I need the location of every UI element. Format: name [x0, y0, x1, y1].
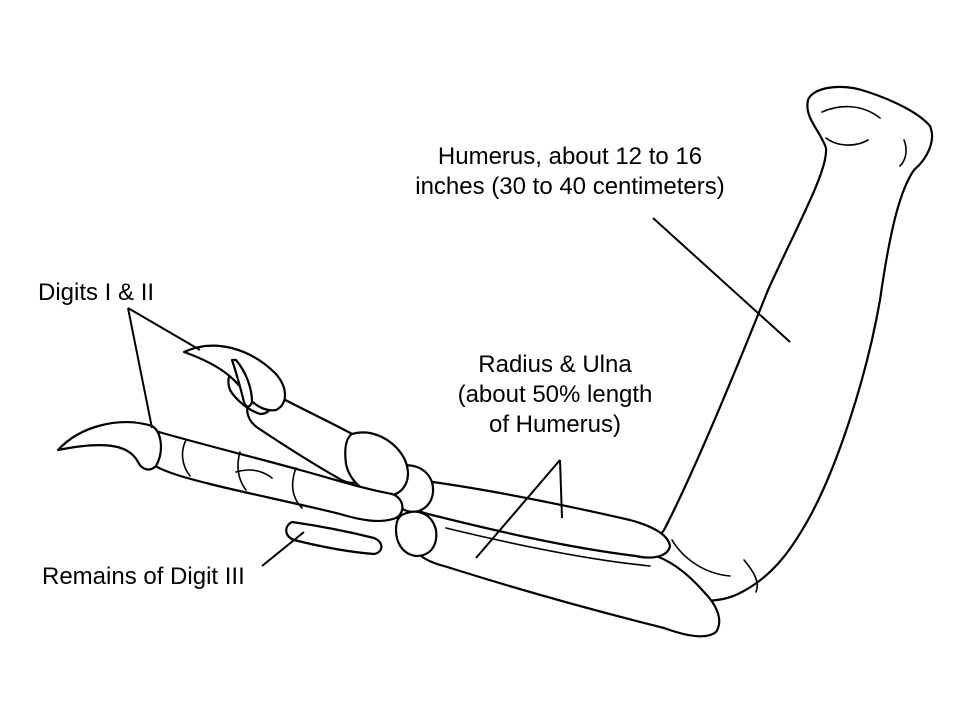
humerus-label-line1: Humerus, about 12 to 16: [360, 142, 780, 172]
remains-leader-line: [262, 532, 304, 566]
digit-three-label: Remains of Digit III: [42, 562, 245, 592]
wrist-bone-lower: [396, 512, 436, 556]
digits-leader-line-upper: [128, 308, 200, 350]
humerus-label-line2: inches (30 to 40 centimeters): [360, 172, 780, 202]
radius-ulna-label-line1: Radius & Ulna: [410, 350, 700, 380]
digit-three-remains: [286, 522, 381, 554]
humerus-label: Humerus, about 12 to 16 inches (30 to 40…: [360, 142, 780, 202]
digits-label: Digits I & II: [38, 278, 154, 308]
digits-leader-line-lower: [128, 308, 152, 428]
radius-ulna-label: Radius & Ulna (about 50% length of Humer…: [410, 350, 700, 440]
digit-one-claw: [58, 422, 161, 469]
humerus-leader-line: [653, 218, 790, 342]
digit-two-claw: [184, 346, 285, 411]
radius-ulna-label-line2: (about 50% length: [410, 380, 700, 410]
radius-ulna-label-line3: of Humerus): [410, 410, 700, 440]
